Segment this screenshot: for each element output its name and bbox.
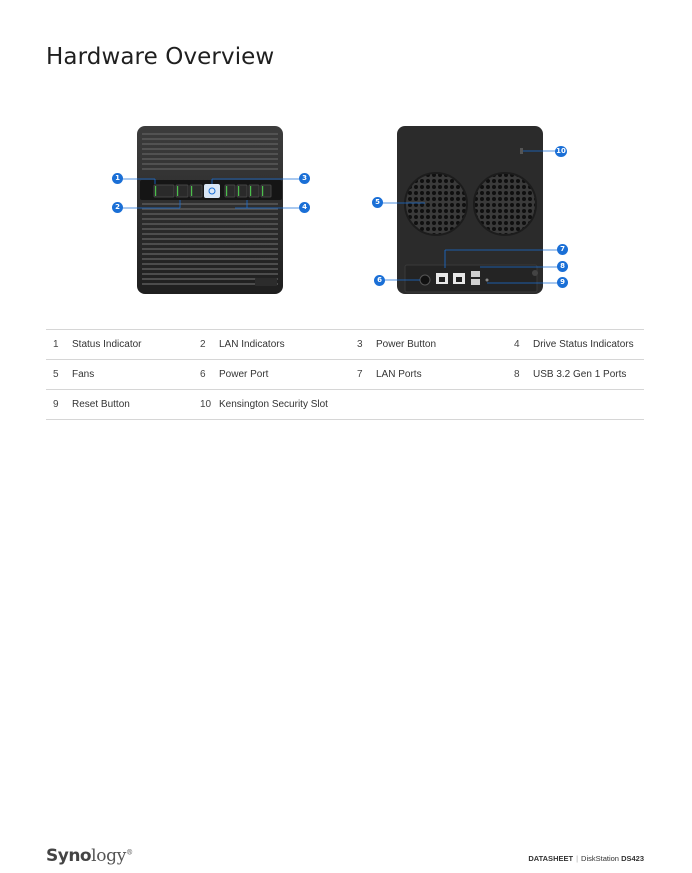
footer-product-line: DiskStation xyxy=(581,854,619,863)
logo-rest-part: logy xyxy=(91,846,127,866)
footer-separator: | xyxy=(576,854,579,863)
legend-label: Drive Status Indicators xyxy=(529,329,644,360)
legend-number: 2 xyxy=(193,329,215,360)
page-title: Hardware Overview xyxy=(46,44,275,70)
logo-registered-mark: ® xyxy=(126,848,133,857)
legend-label: Reset Button xyxy=(68,389,193,420)
legend-label xyxy=(529,389,644,420)
callout-4: 4 xyxy=(299,202,310,213)
callout-10: 10 xyxy=(555,146,567,157)
legend-row: 1 Status Indicator 2 LAN Indicators 3 Po… xyxy=(46,329,644,360)
legend-label: Fans xyxy=(68,359,193,390)
legend-number: 5 xyxy=(46,359,68,390)
legend-number xyxy=(507,389,529,420)
callout-8: 8 xyxy=(557,261,568,272)
footer-document-info: DATASHEET|DiskStation DS423 xyxy=(528,854,644,863)
legend-number: 10 xyxy=(193,389,215,420)
callout-6: 6 xyxy=(374,275,385,286)
footer-doc-type: DATASHEET xyxy=(528,854,574,863)
callout-2: 2 xyxy=(112,202,123,213)
callout-1: 1 xyxy=(112,173,123,184)
legend-label: LAN Indicators xyxy=(215,329,350,360)
logo-bold-part: Syno xyxy=(46,846,92,866)
hardware-legend-table: 1 Status Indicator 2 LAN Indicators 3 Po… xyxy=(46,329,644,420)
legend-number: 9 xyxy=(46,389,68,420)
legend-label: LAN Ports xyxy=(372,359,507,390)
legend-number: 4 xyxy=(507,329,529,360)
callout-9: 9 xyxy=(557,277,568,288)
legend-row: 9 Reset Button 10 Kensington Security Sl… xyxy=(46,389,644,420)
legend-number: 6 xyxy=(193,359,215,390)
legend-number: 8 xyxy=(507,359,529,390)
callout-7: 7 xyxy=(557,244,568,255)
legend-row: 5 Fans 6 Power Port 7 LAN Ports 8 USB 3.… xyxy=(46,359,644,390)
legend-label: Kensington Security Slot xyxy=(215,389,350,420)
nas-front-view: 1 2 3 4 xyxy=(100,118,320,303)
footer-model: DS423 xyxy=(621,854,644,863)
legend-label: USB 3.2 Gen 1 Ports xyxy=(529,359,644,390)
nas-back-illustration xyxy=(383,126,557,294)
legend-number: 3 xyxy=(350,329,372,360)
legend-number xyxy=(350,389,372,420)
callout-5: 5 xyxy=(372,197,383,208)
legend-number: 1 xyxy=(46,329,68,360)
nas-front-illustration xyxy=(123,126,299,294)
legend-label: Status Indicator xyxy=(68,329,193,360)
legend-number: 7 xyxy=(350,359,372,390)
legend-label: Power Button xyxy=(372,329,507,360)
nas-back-view: 5 6 7 8 9 10 xyxy=(365,118,580,303)
legend-label xyxy=(372,389,507,420)
legend-label: Power Port xyxy=(215,359,350,390)
synology-logo: Synology® xyxy=(46,846,133,866)
callout-3: 3 xyxy=(299,173,310,184)
